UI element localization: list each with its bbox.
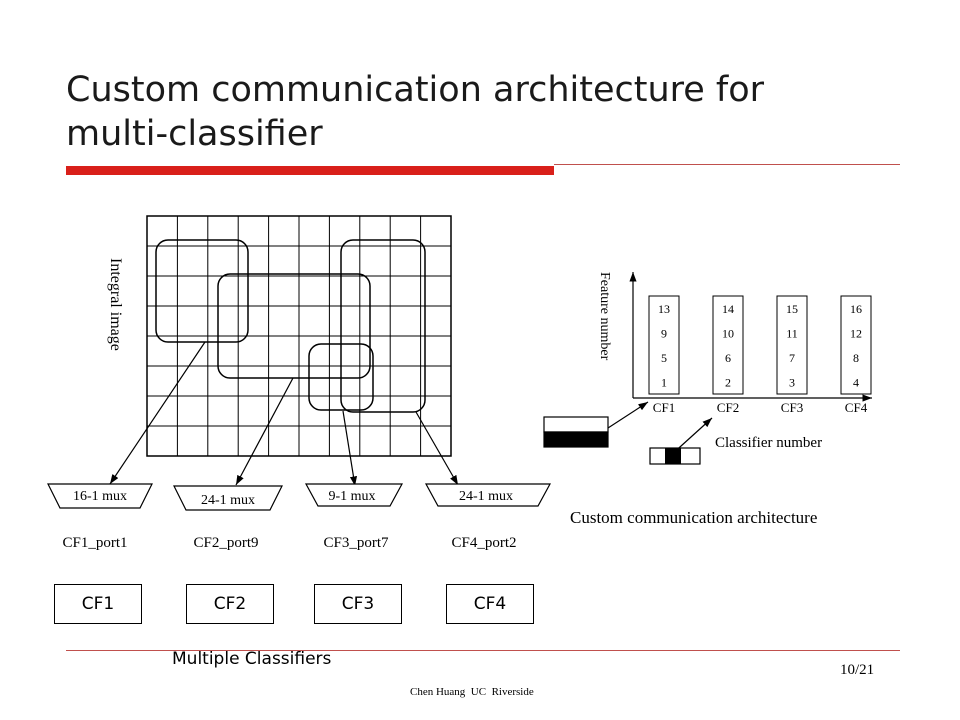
footer-rule: [66, 650, 900, 651]
feature-axes: [629, 272, 872, 402]
page-number: 10/21: [840, 662, 875, 678]
title-line-1: Custom communication architecture for: [66, 70, 765, 110]
feature-number-label: 10: [722, 327, 734, 341]
feature-number-label: 3: [789, 376, 795, 390]
title-accent-bar: [66, 166, 554, 175]
classifier-column-label: CF2: [717, 400, 739, 415]
feature-window-cf1: [155, 239, 249, 343]
mux-4-label: 24-1 mux: [459, 489, 513, 504]
arrow-to-mux-4: [415, 411, 459, 486]
feature-column-box: [648, 295, 680, 395]
register-symbol-bottom: [649, 447, 701, 465]
feature-windows: [155, 239, 426, 413]
connector-bottom: [669, 417, 713, 457]
classifier-box-2: CF2: [186, 584, 274, 624]
feature-number-label: 13: [658, 302, 670, 316]
mux-1: [47, 483, 153, 509]
classifier-box-4: CF4: [446, 584, 534, 624]
arrow-to-mux-3: [342, 410, 358, 487]
feature-number-label: 12: [850, 327, 862, 341]
mux-2-label: 24-1 mux: [201, 493, 255, 508]
feature-number-label: 9: [661, 327, 667, 341]
slide-title: Custom communication architecture for mu…: [66, 68, 926, 156]
feature-number-label: 5: [661, 351, 667, 365]
classifier-column-label: CF4: [845, 400, 868, 415]
integral-image-label: Integral image: [107, 258, 124, 351]
y-axis-label: Feature number: [597, 272, 612, 361]
integral-image-grid: [146, 215, 452, 457]
feature-number-label: 1: [661, 376, 667, 390]
title-rule: [554, 164, 900, 165]
mux-4: [424, 483, 552, 507]
classifier-column-label: CF3: [781, 400, 803, 415]
mux-3-label: 9-1 mux: [328, 489, 375, 504]
footer-author: Chen Huang UC Riverside: [410, 686, 534, 698]
feature-column-box: [840, 295, 872, 395]
x-axis-label: Classifier number: [715, 435, 822, 451]
mux-1-label: 16-1 mux: [73, 489, 127, 504]
title-line-2: multi-classifier: [66, 114, 323, 154]
feature-column-box: [712, 295, 744, 395]
feature-number-label: 2: [725, 376, 731, 390]
right-caption: Custom communication architecture: [570, 508, 817, 527]
feature-number-label: 8: [853, 351, 859, 365]
feature-number-label: 11: [786, 327, 798, 341]
port-label-2: CF2_port9: [193, 535, 258, 551]
classifier-column-label: CF1: [653, 400, 675, 415]
feature-window-cf4: [340, 239, 426, 413]
left-caption: Multiple Classifiers: [172, 649, 332, 669]
feature-number-label: 7: [789, 351, 795, 365]
mux-2: [173, 485, 283, 511]
classifier-box-1: CF1: [54, 584, 142, 624]
register-symbol-left: [543, 416, 609, 448]
feature-window-cf2: [217, 273, 371, 379]
arrow-to-mux-1: [109, 341, 206, 485]
feature-number-label: 15: [786, 302, 798, 316]
feature-number-label: 6: [725, 351, 731, 365]
port-label-3: CF3_port7: [323, 535, 389, 551]
connector-left: [607, 401, 649, 429]
feature-number-label: 4: [853, 376, 859, 390]
feature-number-label: 14: [722, 302, 734, 316]
arrow-to-mux-2: [235, 377, 294, 486]
classifier-box-3: CF3: [314, 584, 402, 624]
mux-3: [304, 483, 404, 507]
feature-column-box: [776, 295, 808, 395]
muxes: [47, 483, 552, 511]
feature-number-label: 16: [850, 302, 862, 316]
mux-arrows: [109, 341, 459, 487]
port-label-4: CF4_port2: [451, 535, 516, 551]
port-label-1: CF1_port1: [62, 535, 127, 551]
